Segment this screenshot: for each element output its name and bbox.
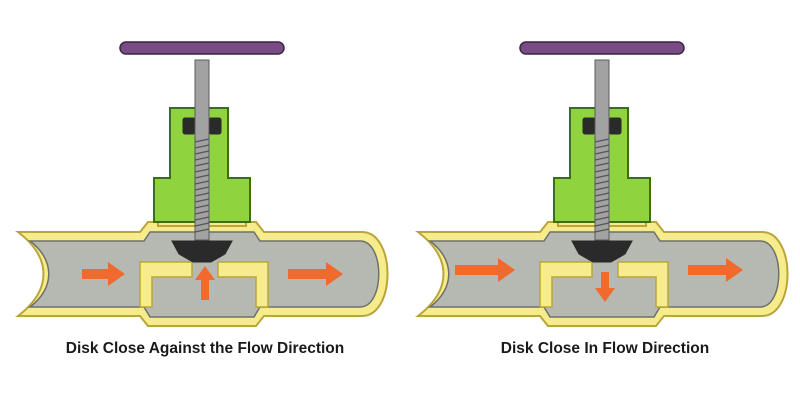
flow-arrow-outlet	[288, 262, 343, 286]
diagram-caption-right: Disk Close In Flow Direction	[500, 340, 710, 357]
valve-disk	[571, 240, 633, 263]
stem-threads	[594, 138, 610, 233]
flow-arrow-seat	[195, 266, 215, 300]
stem-threads	[194, 138, 210, 233]
seat-partition	[139, 261, 269, 308]
flow-arrow-inlet	[82, 262, 125, 286]
packing-right	[608, 117, 622, 135]
packing-right	[208, 117, 222, 135]
flow-arrow-seat	[595, 272, 615, 302]
handwheel	[519, 41, 685, 55]
diagram-caption-left: Disk Close Against the Flow Direction	[65, 340, 345, 357]
seat-partition	[539, 261, 669, 308]
flow-arrow-inlet	[455, 258, 515, 282]
globe-valve-in-flow-diagram	[415, 41, 789, 327]
packing-left	[182, 117, 196, 135]
globe-valve-against-flow-diagram	[15, 41, 389, 327]
flow-arrow-outlet	[688, 258, 743, 282]
handwheel	[119, 41, 285, 55]
valve-disk	[171, 240, 233, 263]
packing-left	[582, 117, 596, 135]
